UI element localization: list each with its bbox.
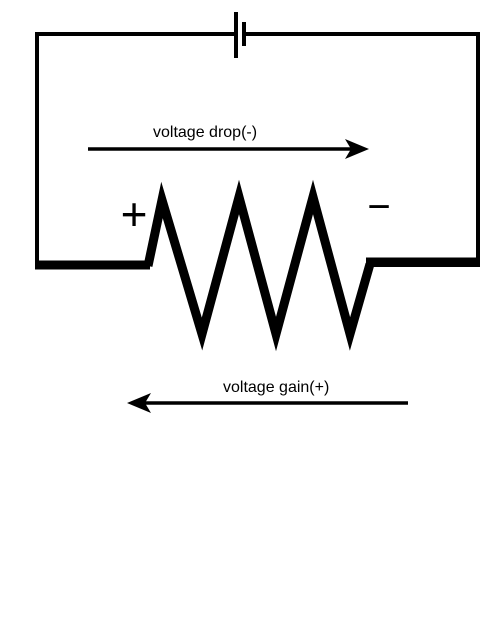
voltage-drop-arrowhead bbox=[345, 139, 369, 159]
positive-terminal-sign: + bbox=[121, 188, 148, 240]
voltage-gain-arrow bbox=[127, 393, 408, 413]
battery-symbol bbox=[234, 12, 246, 58]
voltage-drop-label: voltage drop(-) bbox=[153, 124, 257, 141]
voltage-gain-arrowhead bbox=[127, 393, 151, 413]
voltage-drop-arrow bbox=[88, 139, 369, 159]
voltage-gain-label: voltage gain(+) bbox=[223, 379, 329, 396]
negative-terminal-sign: − bbox=[367, 185, 390, 229]
resistor-zigzag bbox=[143, 179, 375, 352]
